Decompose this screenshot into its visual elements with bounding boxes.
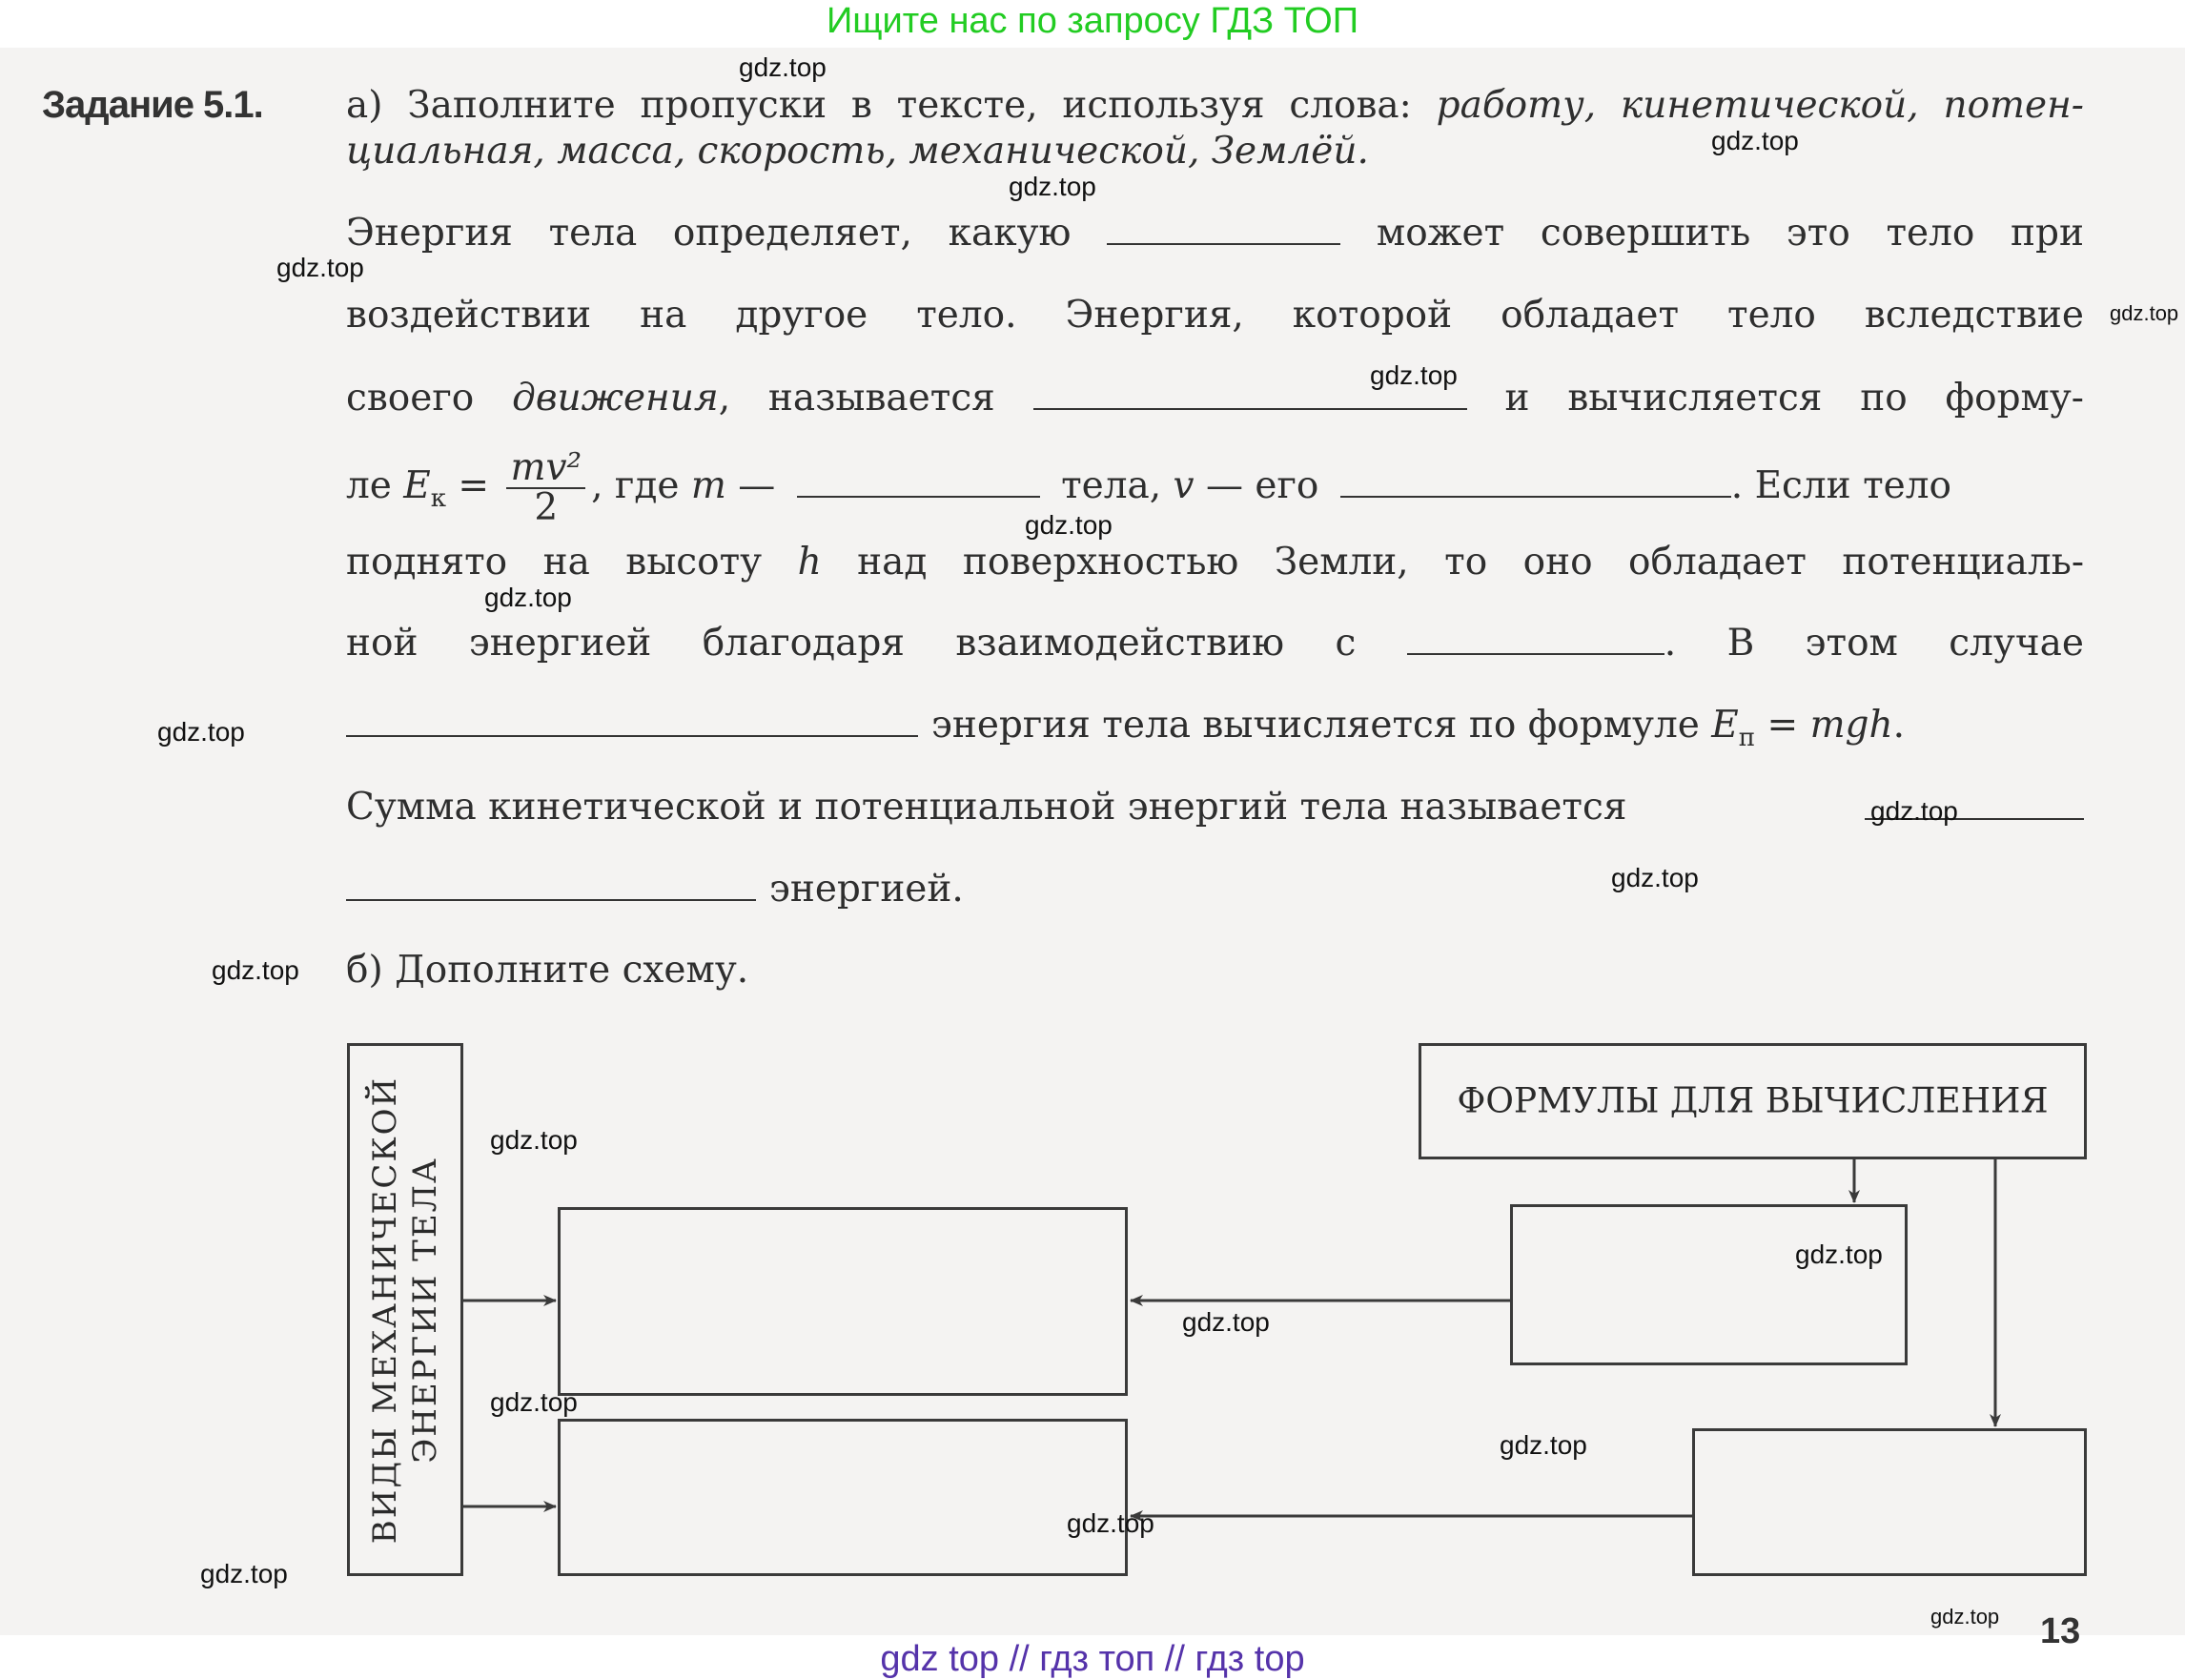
watermark: gdz.top	[276, 253, 364, 282]
watermark: gdz.top	[1370, 360, 1458, 390]
text: , называется	[718, 377, 995, 420]
watermark: gdz.top	[1930, 1605, 2000, 1629]
watermark: gdz.top	[1182, 1307, 1270, 1337]
text: может совершить это тело при	[1376, 212, 2084, 255]
text-line-8: Сумма кинетической и потенциальной энерг…	[346, 784, 2084, 831]
blank-potential[interactable]	[346, 707, 918, 737]
text: , где	[591, 464, 691, 507]
formula-subscript: к	[430, 483, 446, 513]
instruction-line-2: циальная, масса, скорость, механической,…	[346, 128, 2084, 175]
text-line-2: воздействии на другое тело. Энергия, кот…	[346, 292, 2084, 339]
text: энергией.	[769, 868, 964, 911]
instruction-line-1: а) Заполните пропуски в тексте, использу…	[346, 82, 2084, 130]
formula-symbol: mgh	[1809, 704, 1893, 747]
watermark: gdz.top	[1500, 1430, 1587, 1460]
text: б) Дополните схему.	[346, 949, 749, 992]
task-label: Задание 5.1.	[42, 84, 264, 126]
blank-speed[interactable]	[1339, 467, 1731, 498]
text-line-1: Энергия тела определяет, какую может сов…	[346, 210, 2084, 257]
energy-type-box-1[interactable]	[558, 1207, 1128, 1396]
blank-earth[interactable]	[1406, 625, 1664, 655]
fraction-numerator: mv²	[506, 449, 586, 489]
text: =	[446, 464, 501, 507]
text: тела,	[1061, 464, 1174, 507]
formulas-label: ФОРМУЛЫ ДЛЯ ВЫЧИСЛЕНИЯ	[1457, 1081, 2049, 1121]
text-line-6: ной энергией благодаря взаимодействию с …	[346, 620, 2084, 667]
text: . В этом случае	[1664, 622, 2084, 665]
energy-types-box: ВИДЫ МЕХАНИЧЕСКОЙ ЭНЕРГИИ ТЕЛА	[347, 1043, 463, 1576]
text: энергия тела вычисляется по формуле	[931, 704, 1712, 747]
watermark: gdz.top	[484, 583, 572, 612]
blank-mechanical-1[interactable]	[1865, 789, 2084, 820]
page-number: 13	[2040, 1611, 2081, 1651]
watermark: gdz.top	[739, 52, 827, 82]
blank-mechanical-2[interactable]	[346, 871, 756, 901]
watermark: gdz.top	[200, 1559, 288, 1588]
watermark: gdz.top	[1009, 172, 1096, 201]
blank-work[interactable]	[1107, 215, 1341, 245]
watermark: gdz.top	[1067, 1508, 1154, 1538]
formula-symbol: E	[403, 464, 431, 507]
text: — его	[1194, 464, 1319, 507]
text: Сумма кинетической и потенциальной энерг…	[346, 786, 1627, 829]
blank-kinetic[interactable]	[1032, 379, 1467, 410]
text: своего	[346, 377, 513, 420]
watermark: gdz.top	[1611, 863, 1699, 892]
text-line-3: своего движения, называется и вычисляетс…	[346, 375, 2084, 422]
text: и вычисляется по форму-	[1504, 377, 2084, 420]
watermark: gdz.top	[1711, 126, 1799, 155]
text-line-9: энергией.	[346, 866, 2084, 913]
formula-symbol: v	[1173, 464, 1195, 507]
formula-box-2[interactable]	[1692, 1428, 2087, 1576]
text: ле	[346, 464, 404, 507]
watermark: gdz.top	[1870, 796, 1958, 826]
footer-banner: gdz top // гдз топ // гдз top	[880, 1639, 1305, 1679]
part-b-instruction: б) Дополните схему.	[346, 947, 2084, 994]
formula-box-1[interactable]	[1510, 1204, 1908, 1365]
formula-subscript: п	[1738, 723, 1756, 752]
instruction-text: а) Заполните пропуски в тексте, использу…	[346, 84, 1437, 127]
text: Энергия тела определяет, какую	[346, 212, 1072, 255]
watermark: gdz.top	[490, 1125, 578, 1155]
text-line-7: энергия тела вычисляется по формуле Eп =…	[346, 702, 2084, 762]
watermark: gdz.top	[212, 955, 299, 985]
text-line-5: поднято на высоту h над поверхностью Зем…	[346, 539, 2084, 586]
watermark: gdz.top	[490, 1387, 578, 1417]
formulas-box: ФОРМУЛЫ ДЛЯ ВЫЧИСЛЕНИЯ	[1419, 1043, 2087, 1159]
text: —	[725, 464, 776, 507]
watermark: gdz.top	[1025, 510, 1113, 540]
watermark: gdz.top	[2110, 301, 2179, 325]
formula-symbol: m	[690, 464, 726, 507]
text: воздействии на другое тело. Энергия, кот…	[346, 294, 2084, 337]
text: ной энергией благодаря взаимодействию с	[346, 622, 1357, 665]
fraction-denominator: 2	[534, 486, 559, 529]
instruction-words: работу, кинетической, потен-	[1436, 84, 2084, 127]
text: . Если тело	[1730, 464, 1951, 507]
text: .	[1892, 704, 1906, 747]
watermark: gdz.top	[157, 717, 245, 747]
blank-mass[interactable]	[796, 467, 1040, 498]
formula-symbol: h	[797, 541, 822, 584]
text: =	[1755, 704, 1810, 747]
energy-type-box-2[interactable]	[558, 1419, 1128, 1576]
text: поднято на высоту	[346, 541, 798, 584]
workbook-page	[0, 48, 2185, 1635]
text: над поверхностью Земли, то оно обладает …	[821, 541, 2085, 584]
watermark: gdz.top	[1795, 1240, 1883, 1269]
formula-symbol: E	[1711, 704, 1739, 747]
instruction-words: циальная, масса, скорость, механической,…	[346, 130, 1369, 173]
text: движения	[512, 377, 719, 420]
search-banner: Ищите нас по запросу ГДЗ ТОП	[826, 1, 1359, 41]
